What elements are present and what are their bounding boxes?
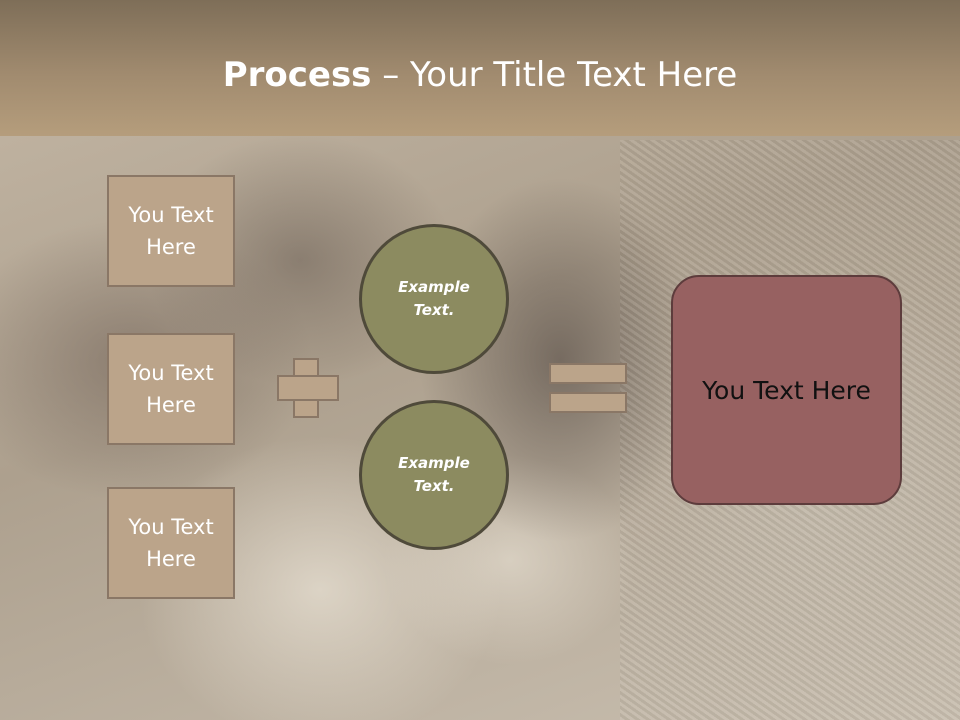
title-bold: Process <box>222 55 372 95</box>
left-box-2: You Text Here <box>107 333 235 445</box>
circle-1: Example Text. <box>359 224 509 374</box>
circle-2: Example Text. <box>359 400 509 550</box>
equals-bottom-bar <box>549 392 627 413</box>
left-box-1: You Text Here <box>107 175 235 287</box>
plus-center <box>295 377 317 399</box>
title-rest: – Your Title Text Here <box>371 55 738 95</box>
result-box: You Text Here <box>671 275 902 505</box>
left-box-3: You Text Here <box>107 487 235 599</box>
title-bar <box>0 0 960 136</box>
circle-2-text: Example Text. <box>398 454 470 495</box>
circle-1-text: Example Text. <box>398 278 470 319</box>
equals-top-bar <box>549 363 627 384</box>
slide-title: Process – Your Title Text Here <box>0 52 960 98</box>
